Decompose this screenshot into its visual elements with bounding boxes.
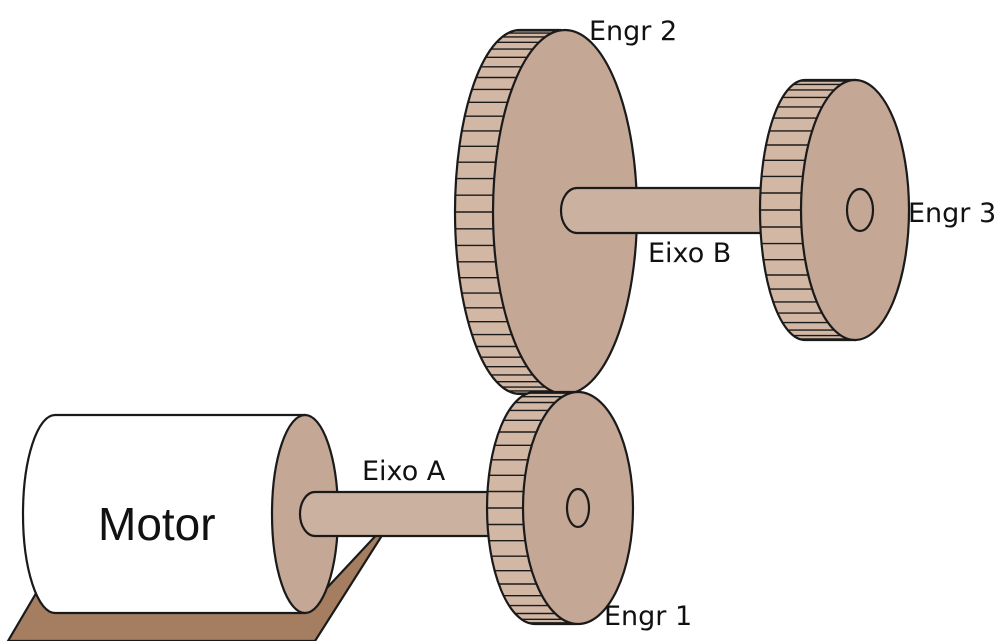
gear-1: [485, 390, 635, 626]
gear-2-label: Engr 2: [589, 16, 677, 47]
motor-body: [21, 413, 307, 615]
shaft-b: [559, 186, 774, 235]
gear-3: [758, 78, 911, 342]
shaft-b-label: Eixo B: [648, 238, 731, 269]
shaft-a: [298, 490, 502, 538]
gear-3-label: Engr 3: [908, 198, 996, 229]
motor-label: Motor: [98, 498, 216, 550]
shaft-a-label: Eixo A: [362, 456, 446, 487]
gear-1-label: Engr 1: [604, 601, 692, 632]
gear-3-hub: [845, 187, 875, 233]
gear-1-hub: [565, 487, 591, 529]
